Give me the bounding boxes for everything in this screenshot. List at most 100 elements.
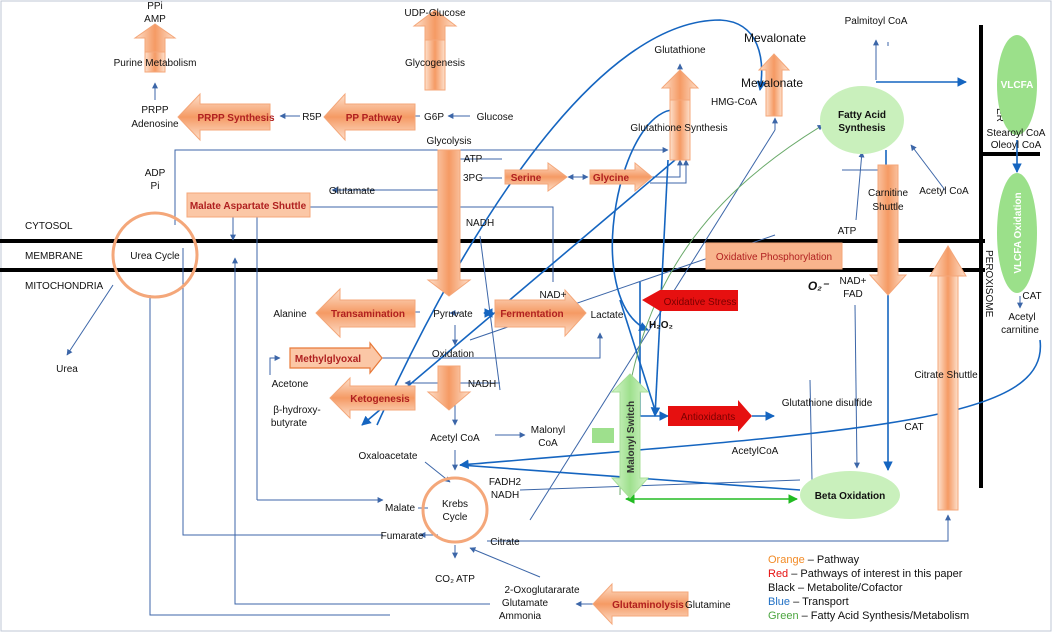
legend-key: Black: [768, 582, 795, 594]
pathway-transamination: Transamination: [331, 309, 405, 320]
met-prpp: PRPP: [141, 105, 169, 116]
pathway-malate-aspartate-shuttle: Malate Aspartate Shuttle: [190, 201, 307, 212]
malonyl-switch-arrow: [592, 373, 650, 499]
krebs-cycle-ring: [421, 476, 489, 544]
pathway-citrate-shuttle: Citrate Shuttle: [914, 370, 978, 381]
legend-entry: Blue – Transport: [768, 596, 849, 608]
pathway-fermentation: Fermentation: [500, 309, 563, 320]
zone-mitochondria: MITOCHONDRIA: [25, 281, 103, 292]
met-stearoyl-coa: Stearoyl CoA: [987, 128, 1046, 139]
interest-oxidative-stress: Oxidative Stress: [664, 297, 737, 308]
node-krebs-1: Krebs: [442, 499, 468, 510]
beta-oxidation-node: [800, 471, 900, 519]
legend-entry: Orange – Pathway: [768, 554, 860, 566]
met-nad-plus-2: NAD+: [840, 276, 867, 287]
legend-description: – Pathways of interest in this paper: [788, 568, 963, 580]
met-mevalonate-top: Mevalonate: [744, 31, 806, 45]
met-acetyl-coa-1: Acetyl CoA: [919, 186, 969, 197]
met-fadh2: FADH2: [489, 477, 522, 488]
met-glutamate-1: Glutamate: [329, 186, 376, 197]
pathway-oxidative-phosphorylation: Oxidative Phosphorylation: [716, 252, 832, 263]
met-malonyl-coa-2: CoA: [538, 438, 558, 449]
pathway-carnitine-shuttle-1: Carnitine: [868, 188, 908, 199]
met-oxaloacetate: Oxaloacetate: [359, 451, 418, 462]
met-nadh-1: NADH: [466, 218, 494, 229]
node-vlcfa-oxidation: VLCFA Oxidation: [1013, 192, 1024, 273]
met-co2-atp: CO₂ ATP: [435, 574, 475, 585]
met-3pg: 3PG: [463, 173, 483, 184]
met-amp: AMP: [144, 14, 166, 25]
pathway-serine: Serine: [511, 173, 542, 184]
node-vlcfa: VLCFA: [1001, 80, 1034, 91]
met-glutathione-disulfide: Glutathione disulfide: [782, 398, 873, 409]
met-glucose: Glucose: [477, 112, 514, 123]
pathway-glycogenesis: Glycogenesis: [405, 58, 465, 69]
met-acetylcoa-3: AcetylCoA: [732, 446, 779, 457]
met-udp-glucose: UDP-Glucose: [404, 8, 466, 19]
pathway-carnitine-shuttle-2: Shuttle: [872, 202, 904, 213]
met-r5p: R5P: [302, 112, 322, 123]
legend-entry: Black – Metabolite/Cofactor: [768, 582, 903, 594]
legend-key: Blue: [768, 596, 790, 608]
met-glutathione: Glutathione: [654, 45, 706, 56]
node-krebs-2: Cycle: [442, 512, 467, 523]
met-oxidation: Oxidation: [432, 349, 474, 360]
met-acetyl-carnitine-2: carnitine: [1001, 325, 1039, 336]
pathway-purine-metabolism: Purine Metabolism: [114, 58, 197, 69]
node-urea-cycle: Urea Cycle: [130, 251, 180, 262]
met-malonyl-coa-1: Malonyl: [531, 425, 565, 436]
node-beta-oxidation: Beta Oxidation: [815, 491, 886, 502]
met-h2o2: H₂O₂: [649, 320, 673, 331]
vlcfa-oxidation-node: [997, 173, 1037, 293]
met-acetone: Acetone: [272, 379, 309, 390]
met-cat-2: CAT: [904, 422, 923, 433]
legend-entry: Green – Fatty Acid Synthesis/Metabolism: [768, 610, 969, 622]
met-lactate: Lactate: [591, 310, 624, 321]
met-adenosine: Adenosine: [131, 119, 179, 130]
met-nad-plus-1: NAD+: [540, 290, 567, 301]
met-urea: Urea: [56, 364, 78, 375]
met-fumarate: Fumarate: [381, 531, 424, 542]
zone-peroxisome: PEROXISOME: [983, 250, 994, 318]
met-beta-hydroxy-2: butyrate: [271, 418, 308, 429]
interest-arrows: [642, 290, 752, 432]
legend-description: – Metabolite/Cofactor: [795, 582, 903, 594]
met-acetyl-carnitine-1: Acetyl: [1008, 312, 1035, 323]
met-malate: Malate: [385, 503, 415, 514]
met-atp-1: ATP: [464, 154, 483, 165]
pathway-arrows: [133, 9, 967, 626]
met-ammonia: Ammonia: [499, 611, 542, 622]
legend-description: – Transport: [790, 596, 849, 608]
legend-key: Green: [768, 610, 799, 622]
met-acetyl-coa-2: Acetyl CoA: [430, 433, 480, 444]
met-oxoglutarate: 2-Oxoglutararate: [504, 585, 579, 596]
met-glutamine: Glutamine: [685, 600, 731, 611]
node-fatty-acid-synthesis-2: Synthesis: [838, 123, 886, 134]
pathway-mevalonate: Mevalonate: [741, 76, 803, 90]
interest-antioxidants: Antioxidants: [681, 412, 735, 423]
pathway-glutathione-synthesis: Glutathione Synthesis: [630, 123, 727, 134]
met-citrate: Citrate: [490, 537, 520, 548]
zone-cytosol: CYTOSOL: [25, 221, 73, 232]
legend-description: – Pathway: [805, 554, 860, 566]
legend-entry: Red – Pathways of interest in this paper: [768, 568, 963, 580]
pathway-malonyl-switch: Malonyl Switch: [626, 401, 637, 473]
pathway-prpp-synthesis: PRPP Synthesis: [197, 113, 275, 124]
pathway-pp-pathway: PP Pathway: [346, 113, 403, 124]
met-palmitoyl-coa: Palmitoyl CoA: [845, 16, 908, 27]
met-nadh-2: NADH: [468, 379, 496, 390]
legend-key: Orange: [768, 554, 805, 566]
pathway-glycolysis: Glycolysis: [426, 136, 471, 147]
met-fad: FAD: [843, 289, 862, 300]
met-g6p: G6P: [424, 112, 444, 123]
pathway-glutaminolysis: Glutaminolysis: [612, 600, 684, 611]
met-oleoyl-coa: Oleoyl CoA: [991, 140, 1042, 151]
met-hmg-coa: HMG-CoA: [711, 97, 757, 108]
met-alanine: Alanine: [273, 309, 307, 320]
fatty-acid-synthesis-node: [820, 86, 904, 154]
node-fatty-acid-synthesis-1: Fatty Acid: [838, 110, 886, 121]
met-nadh-3: NADH: [491, 490, 519, 501]
met-pi: Pi: [151, 181, 160, 192]
